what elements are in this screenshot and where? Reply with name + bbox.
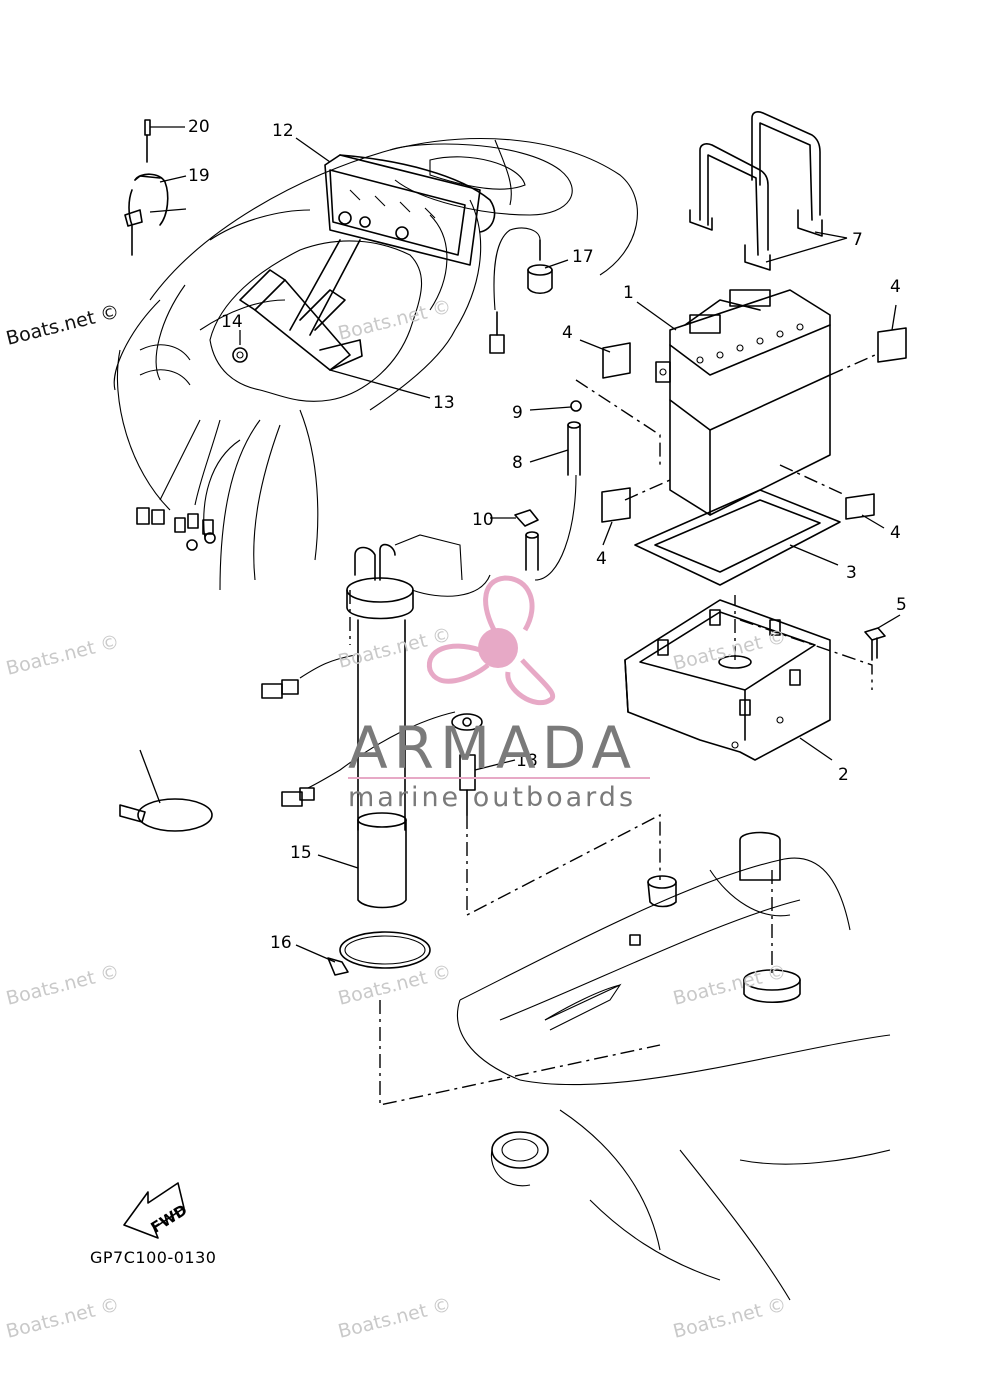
callout-10: 12 <box>272 121 294 141</box>
callout-6: 7 <box>852 230 863 250</box>
boats-net-watermarks: Boats.net © Boats.net © Boats.net © Boat… <box>4 295 789 1342</box>
brand-tagline: marine outboards <box>348 782 636 813</box>
fwd-label: FWD <box>148 1201 191 1237</box>
watermark: Boats.net © <box>336 623 454 672</box>
watermark: Boats.net © <box>4 1293 122 1342</box>
hose-part-7 <box>534 421 581 581</box>
meter-panel-part-10 <box>324 154 496 266</box>
callout-4-bottom-left: 4 <box>596 549 607 569</box>
bracket-part-11 <box>239 239 363 371</box>
clip-part-9 <box>514 509 539 571</box>
battery-mat-part-3 <box>634 489 841 586</box>
callout-13: 15 <box>290 843 312 863</box>
watermark-main: Boats.net © <box>4 300 122 349</box>
callout-12: 14 <box>221 312 243 332</box>
drawing-code: GP7C100-0130 <box>90 1248 216 1267</box>
callout-2: 2 <box>838 765 849 785</box>
callout-9: 10 <box>472 510 494 530</box>
fuel-tank-outline <box>456 831 891 1301</box>
watermark: Boats.net © <box>4 960 122 1009</box>
callout-8: 9 <box>512 403 523 423</box>
callout-16: 18 <box>516 751 538 771</box>
washer-part-8 <box>570 400 582 412</box>
nut-part-12 <box>232 347 248 363</box>
callout-3: 3 <box>846 563 857 583</box>
callout-labels: 20 19 12 14 13 17 1 7 4 4 9 8 10 4 4 3 5… <box>188 117 907 953</box>
clip-part-18 <box>144 119 151 163</box>
clamp-part-17 <box>134 173 169 226</box>
cable-tie-part-20 <box>119 798 213 832</box>
armada-logo: ARMADA marine outboards <box>348 575 650 813</box>
fuel-sender-part-13 <box>346 534 491 909</box>
callout-18: 20 <box>188 117 210 137</box>
callout-4-bottom-right: 4 <box>890 523 901 543</box>
watermark: Boats.net © <box>336 1293 454 1342</box>
hose-clamp-part-14 <box>327 931 431 976</box>
hull-outline <box>113 138 638 591</box>
callout-17: 19 <box>188 166 210 186</box>
battery-band-part-6 <box>689 111 823 271</box>
label-sheets-part-4 <box>601 327 907 523</box>
battery-box-part-2 <box>624 599 831 761</box>
sensor-part-16 <box>451 713 483 816</box>
battery-part-1 <box>655 289 831 516</box>
harness-connectors <box>136 419 221 551</box>
callout-7: 8 <box>512 453 523 473</box>
callout-11: 13 <box>433 393 455 413</box>
callout-4-top-right: 4 <box>890 277 901 297</box>
bolt-part-5 <box>864 627 886 661</box>
fwd-arrow-icon: FWD <box>123 1182 191 1239</box>
tie-part-19 <box>124 189 143 256</box>
watermark: Boats.net © <box>336 295 454 344</box>
leader-lines <box>139 126 901 963</box>
watermark: Boats.net © <box>4 630 122 679</box>
brand-name: ARMADA <box>348 714 637 782</box>
callout-14: 16 <box>270 933 292 953</box>
propeller-logo-icon <box>426 575 555 706</box>
callout-4-top-left: 4 <box>562 323 573 343</box>
callout-1: 1 <box>623 283 634 303</box>
callout-15: 17 <box>572 247 594 267</box>
assembly-lines <box>349 354 876 1106</box>
sensor-part-15 <box>489 227 553 354</box>
callout-5: 5 <box>896 595 907 615</box>
watermark: Boats.net © <box>671 1293 789 1342</box>
sender-wiring <box>261 654 456 807</box>
